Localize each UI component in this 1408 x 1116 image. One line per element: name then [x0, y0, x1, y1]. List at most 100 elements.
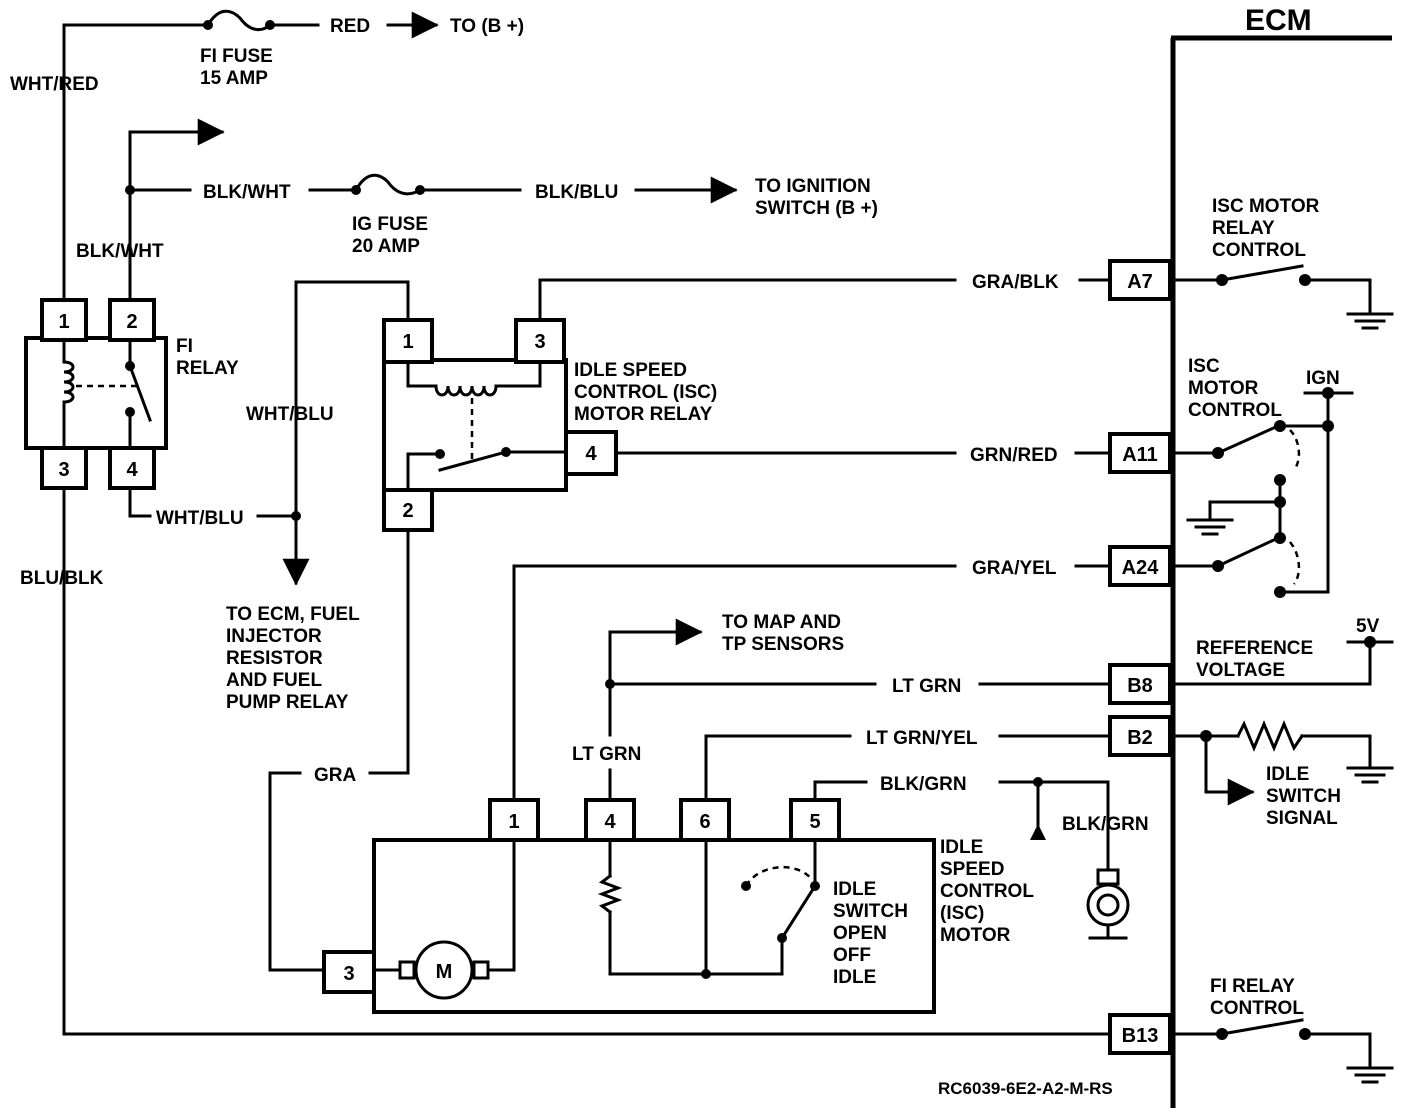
gra-circuit: GRA: [268, 528, 410, 972]
ecm-boundary: ECM: [1170, 4, 1392, 1108]
wire-label-blk-grn-2: BLK/GRN: [1062, 814, 1149, 835]
to-ecm-label-4: AND FUEL: [226, 670, 322, 691]
isc-relay-coil: [434, 384, 498, 397]
ecm-pin-a7: A7: [1127, 271, 1153, 293]
fi-relay-coil: [62, 360, 75, 404]
isc-relay-pin-1: 1: [402, 331, 413, 353]
ecm-reference-voltage: REFERENCE VOLTAGE 5V: [1173, 616, 1394, 686]
ecm-pin-b13: B13: [1122, 1025, 1159, 1047]
wire-label-wht-blu-left: WHT/BLU: [246, 404, 334, 425]
fi-fuse-label: FI FUSE: [200, 46, 273, 67]
ecm-idle-switch-signal: IDLE SWITCH SIGNAL: [1173, 720, 1394, 829]
fi-relay: 1 2 3 4 FI RELAY: [24, 298, 239, 490]
ecm-pin-b2: B2: [1127, 727, 1153, 749]
to-ecm-label-1: TO ECM, FUEL: [226, 604, 360, 625]
fi-relay-label-2: RELAY: [176, 358, 239, 379]
grn-red-circuit: GRN/RED: [614, 445, 1112, 466]
gra-yel-circuit: GRA/YEL: [512, 558, 1112, 802]
ig-fuse-circuit: BLK/WHT BLK/WHT IG FUSE 20 AMP BLK/BLU T…: [76, 118, 878, 302]
isc-motor-label-5: MOTOR: [940, 925, 1011, 946]
isc-relay-pin-2: 2: [402, 500, 413, 522]
isc-motor: 1 4 6 5 3 M IDLE SWITCH OPEN OFF IDLE ID…: [322, 798, 1034, 1014]
isc-motor-label-1: IDLE: [940, 837, 983, 858]
ecm-isc-motor-ctrl-label-3: CONTROL: [1188, 400, 1282, 421]
gra-blk-circuit: GRA/BLK: [538, 272, 1112, 322]
fi-relay-pin-3: 3: [58, 459, 69, 481]
isc-motor-relay: 1 3 4 2 IDLE SPEED CONTROL (ISC) MOTOR R…: [382, 318, 717, 532]
ecm-isc-relay-control: ISC MOTOR RELAY CONTROL: [1173, 196, 1394, 330]
idle-switch-label-4: OFF: [833, 945, 871, 966]
ecm-5v-label: 5V: [1356, 616, 1380, 637]
ecm-ref-label-1: REFERENCE: [1196, 638, 1313, 659]
to-ignition-label-2: SWITCH (B +): [755, 198, 878, 219]
to-ecm-label-2: INJECTOR: [226, 626, 322, 647]
isc-relay-label-1: IDLE SPEED: [574, 360, 687, 381]
ecm-fi-relay-control: FI RELAY CONTROL: [1173, 976, 1394, 1084]
wire-label-gra-blk: GRA/BLK: [972, 272, 1059, 293]
idle-switch-label-3: OPEN: [833, 923, 887, 944]
wire-label-blk-wht-top: BLK/WHT: [203, 182, 291, 203]
wire-label-blk-grn-1: BLK/GRN: [880, 774, 967, 795]
ecm-idle-sig-label-3: SIGNAL: [1266, 808, 1338, 829]
ig-fuse-symbol: [353, 173, 423, 196]
wire-label-grn-red: GRN/RED: [970, 445, 1058, 466]
ecm-isc-relay-ctrl-label-1: ISC MOTOR: [1212, 196, 1320, 217]
isc-motor-pin-4: 4: [604, 811, 616, 833]
to-map-label-2: TP SENSORS: [722, 634, 844, 655]
ecm-isc-motor-ctrl-label-1: ISC: [1188, 356, 1220, 377]
ecm-pin-b8: B8: [1127, 675, 1153, 697]
ecm-connector-pins: A7 A11 A24 B8 B2 B13: [1108, 259, 1172, 1055]
ecm-idle-sig-label-1: IDLE: [1266, 764, 1309, 785]
blk-grn-circuit: BLK/GRN BLK/GRN: [813, 774, 1149, 940]
lt-grn-yel-circuit: LT GRN/YEL: [704, 728, 1112, 802]
ig-fuse-label: IG FUSE: [352, 214, 428, 235]
blu-blk-circuit: BLU/BLK: [20, 486, 1112, 1036]
motor-icon: [414, 940, 474, 1000]
ecm-isc-relay-ctrl-label-2: RELAY: [1212, 218, 1275, 239]
isc-motor-label-3: CONTROL: [940, 881, 1034, 902]
idle-switch-label-1: IDLE: [833, 879, 876, 900]
wire-label-gra: GRA: [314, 765, 357, 786]
ecm-isc-relay-ctrl-label-3: CONTROL: [1212, 240, 1306, 261]
isc-relay-pin-4: 4: [585, 443, 597, 465]
isc-motor-label-2: SPEED: [940, 859, 1004, 880]
fi-fuse-rating: 15 AMP: [200, 68, 268, 89]
lt-grn-circuit: LT GRN LT GRN TO MAP AND TP SENSORS: [572, 612, 1112, 802]
idle-switch-label-5: IDLE: [833, 967, 876, 988]
potentiometer-icon: [597, 873, 623, 915]
fi-relay-pin-1: 1: [58, 311, 69, 333]
wire-label-blk-wht-side: BLK/WHT: [76, 241, 164, 262]
fi-relay-pin-2: 2: [126, 311, 137, 333]
wire-label-lt-grn-h: LT GRN: [892, 676, 961, 697]
isc-motor-pin-5: 5: [809, 811, 820, 833]
to-ecm-label-3: RESISTOR: [226, 648, 323, 669]
to-ignition-label-1: TO IGNITION: [755, 176, 871, 197]
isc-motor-pin-1: 1: [508, 811, 519, 833]
ecm-isc-motor-control: ISC MOTOR CONTROL IGN: [1173, 356, 1354, 598]
ecm-isc-motor-ctrl-label-2: MOTOR: [1188, 378, 1259, 399]
ground-eyelet-icon: [1086, 883, 1130, 927]
wire-label-lt-grn-v: LT GRN: [572, 744, 641, 765]
isc-motor-pin-3: 3: [343, 963, 354, 985]
isc-relay-pin-3: 3: [534, 331, 545, 353]
pullup-resistor-icon: [1235, 720, 1305, 752]
wire-label-wht-red: WHT/RED: [10, 74, 99, 95]
ecm-idle-sig-label-2: SWITCH: [1266, 786, 1341, 807]
to-map-label-1: TO MAP AND: [722, 612, 841, 633]
isc-relay-label-3: MOTOR RELAY: [574, 404, 713, 425]
ecm-ref-label-2: VOLTAGE: [1196, 660, 1285, 681]
wire-label-gra-yel: GRA/YEL: [972, 558, 1057, 579]
ecm-pin-a24: A24: [1122, 557, 1160, 579]
ig-fuse-rating: 20 AMP: [352, 236, 420, 257]
to-b-plus-label: TO (B +): [450, 16, 524, 37]
ecm-pin-a11: A11: [1122, 444, 1158, 466]
fi-fuse-circuit: WHT/RED FI FUSE 15 AMP RED TO (B +): [10, 9, 524, 322]
ecm-ign-label: IGN: [1306, 368, 1340, 389]
to-ecm-label-5: PUMP RELAY: [226, 692, 349, 713]
wire-label-blu-blk: BLU/BLK: [20, 568, 104, 589]
wire-label-lt-grn-yel: LT GRN/YEL: [866, 728, 978, 749]
fi-relay-pin-4: 4: [126, 459, 138, 481]
wire-label-blk-blu: BLK/BLU: [535, 182, 618, 203]
idle-switch-label-2: SWITCH: [833, 901, 908, 922]
